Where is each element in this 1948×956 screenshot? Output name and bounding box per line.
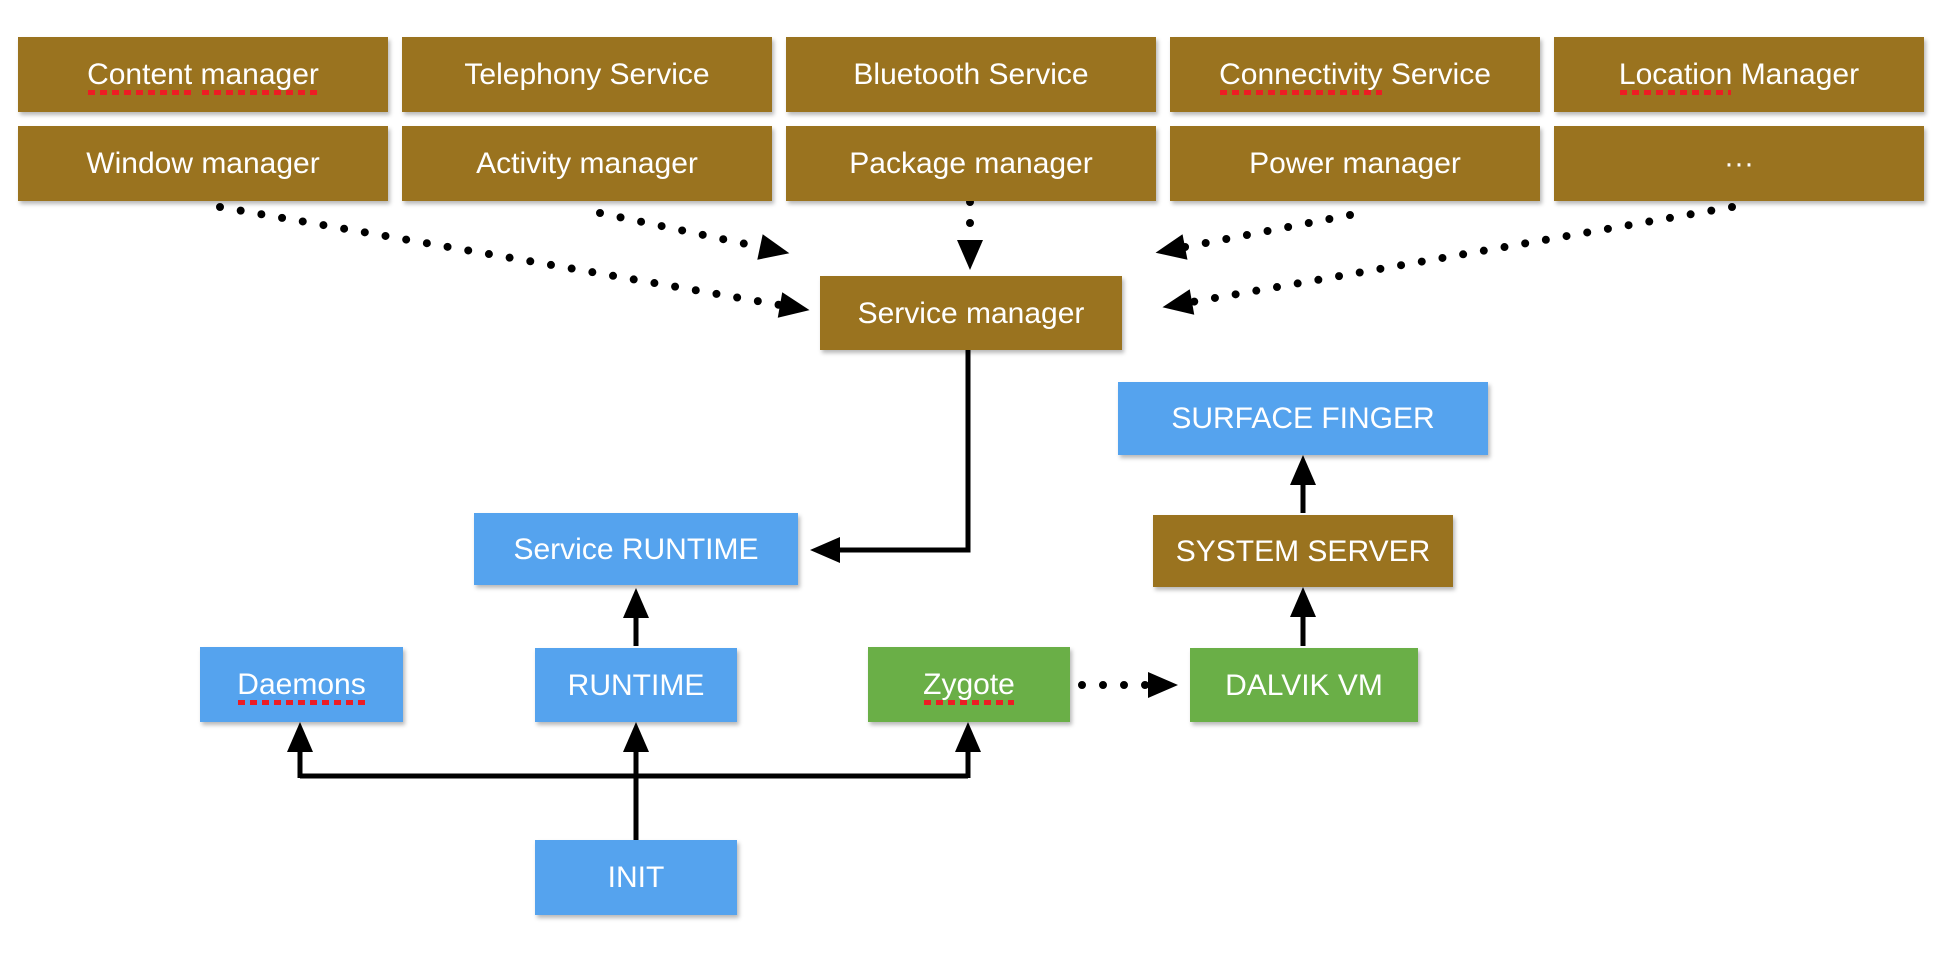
node-connectivity-service-word1: Connectivity xyxy=(1219,58,1383,95)
node-location-manager-word1: Location xyxy=(1618,58,1733,95)
node-power-manager: Power manager xyxy=(1170,126,1540,201)
node-content-manager-word2: manager xyxy=(200,58,319,95)
node-surface-finger-label: SURFACE FINGER xyxy=(1171,402,1435,435)
node-system-server-label: SYSTEM SERVER xyxy=(1175,534,1431,568)
node-service-manager-label: Service manager xyxy=(857,296,1085,330)
node-telephony-service: Telephony Service xyxy=(402,37,772,112)
node-package-manager-label: Package manager xyxy=(849,147,1093,180)
node-dalvik-vm-label: DALVIK VM xyxy=(1225,668,1383,702)
node-service-manager: Service manager xyxy=(820,276,1122,350)
node-daemons-label: Daemons xyxy=(237,668,366,705)
node-more-managers: ··· xyxy=(1554,126,1924,201)
node-init: INIT xyxy=(535,840,737,915)
node-connectivity-service-word2: Service xyxy=(1390,58,1491,91)
node-bluetooth-service-label: Bluetooth Service xyxy=(853,58,1089,91)
node-zygote: Zygote xyxy=(868,647,1070,722)
node-bluetooth-service: Bluetooth Service xyxy=(786,37,1156,112)
node-dalvik-vm: DALVIK VM xyxy=(1190,648,1418,722)
edge-window-manager-to-service-manager xyxy=(216,203,810,318)
node-activity-manager-label: Activity manager xyxy=(476,147,698,180)
edge-more-managers-to-service-manager xyxy=(1162,203,1736,315)
node-content-manager-word1: Content xyxy=(87,58,193,95)
node-service-runtime: Service RUNTIME xyxy=(474,513,798,585)
node-connectivity-service: Connectivity Service xyxy=(1170,37,1540,112)
edge-activity-manager-to-service-manager xyxy=(596,209,790,260)
node-activity-manager: Activity manager xyxy=(402,126,772,201)
node-service-runtime-label: Service RUNTIME xyxy=(513,532,759,566)
node-telephony-service-label: Telephony Service xyxy=(464,58,710,91)
edge-service-manager-to-service-runtime xyxy=(810,350,971,563)
node-zygote-label: Zygote xyxy=(923,668,1015,705)
node-package-manager: Package manager xyxy=(786,126,1156,201)
node-system-server: SYSTEM SERVER xyxy=(1153,515,1453,587)
node-more-managers-label: ··· xyxy=(1724,147,1754,180)
node-runtime-label: RUNTIME xyxy=(567,668,705,702)
node-runtime: RUNTIME xyxy=(535,648,737,722)
edge-power-manager-to-service-manager xyxy=(1155,211,1354,260)
node-window-manager: Window manager xyxy=(18,126,388,201)
node-init-label: INIT xyxy=(607,861,665,894)
node-content-manager: Content manager xyxy=(18,37,388,112)
node-location-manager: Location Manager xyxy=(1554,37,1924,112)
node-window-manager-label: Window manager xyxy=(86,147,320,180)
node-power-manager-label: Power manager xyxy=(1249,147,1461,180)
node-location-manager-word2: Manager xyxy=(1740,58,1860,91)
node-daemons: Daemons xyxy=(200,647,403,722)
node-surface-finger: SURFACE FINGER xyxy=(1118,382,1488,455)
